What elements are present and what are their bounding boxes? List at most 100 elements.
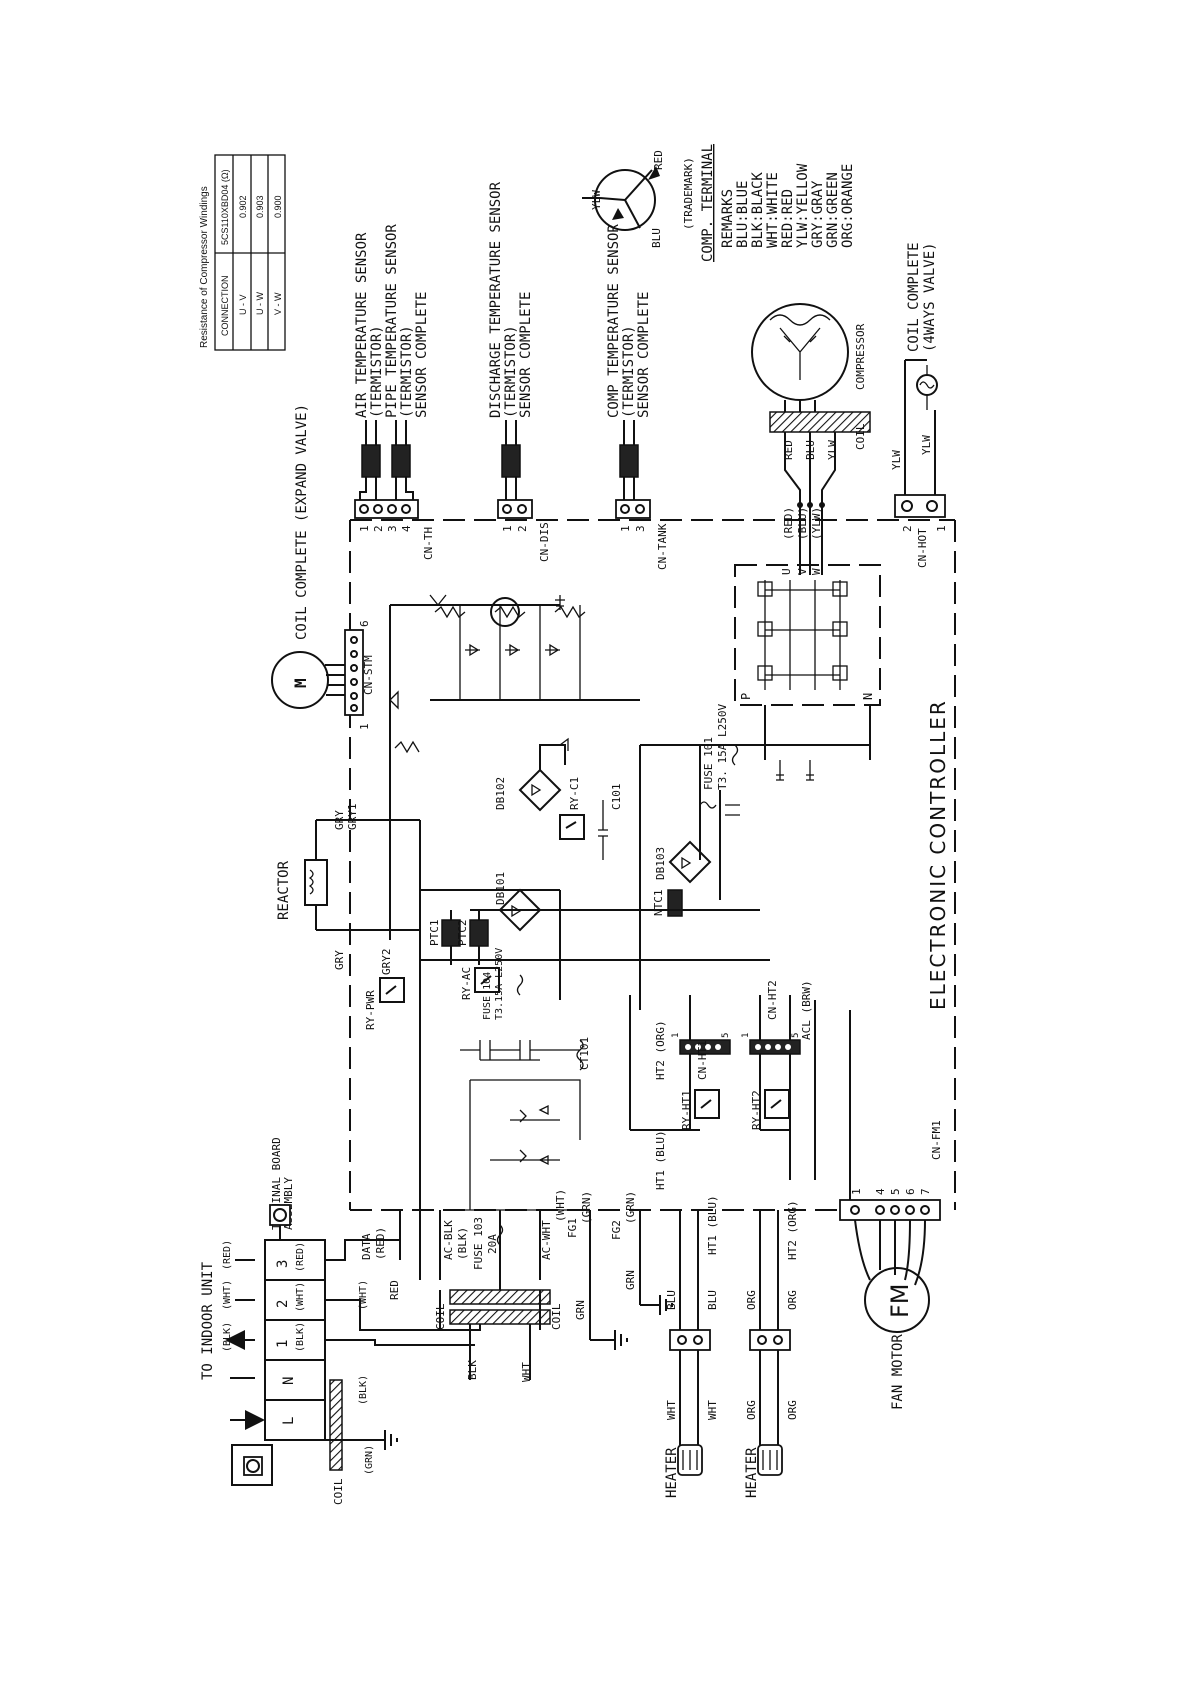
- indoor-wire-red: (RED): [222, 1240, 233, 1270]
- reactor-wire-gry-bottom: GRY: [333, 950, 346, 970]
- discharge-sensor-sub: (TERMISTOR): [503, 325, 519, 418]
- data-label: DATA: [360, 1233, 373, 1260]
- ht1-label: HT1 (BLU): [654, 1130, 667, 1190]
- db101-label: DB101: [494, 872, 507, 905]
- connector-cn-ht2: 1 5 CN-HT2: [741, 980, 801, 1055]
- fm-label: FM: [886, 1283, 914, 1318]
- cn-hot-label: CN-HOT: [916, 528, 929, 568]
- heater1-wire-blu-2: BLU: [706, 1290, 719, 1310]
- cn-stm-pin-6: 6: [358, 620, 371, 627]
- indoor-wire-blk: (BLK): [222, 1322, 233, 1352]
- cn-ht2-pin-1: 1: [741, 1033, 751, 1038]
- comp-sensor-label: COMP TEMPERATURE SENSOR: [606, 224, 622, 418]
- heater2-label: HEATER: [744, 1447, 760, 1498]
- table-row-uw-val: 0.903: [255, 195, 265, 218]
- cn-tank-label: CN-TANK: [656, 523, 669, 570]
- motor-m-label: M: [291, 678, 310, 688]
- cn-hot-pin-2: 2: [901, 525, 914, 532]
- earth-wire-blk: (BLK): [358, 1375, 369, 1405]
- ipm-u: U: [780, 568, 793, 575]
- remark-gry: GRY:GRAY: [810, 180, 826, 248]
- remark-org: ORG:ORANGE: [840, 164, 856, 248]
- table-header-connection: CONNECTION: [220, 276, 230, 337]
- discharge-sensor-complete: SENSOR COMPLETE: [518, 292, 534, 418]
- earth-wire-grn: (GRN): [364, 1445, 375, 1475]
- tb-cell-3: 3: [275, 1260, 291, 1268]
- reactor-wire-gry-top: GRY: [333, 810, 346, 830]
- gry2-label: GRY2: [380, 949, 393, 976]
- discharge-sensor-label: DISCHARGE TEMPERATURE SENSOR: [488, 181, 504, 418]
- fan-motor-label: FAN MOTOR: [890, 1334, 906, 1410]
- fuse101-label: FUSE 101: [702, 737, 715, 790]
- cn-fm1-pin-6: 6: [904, 1188, 917, 1195]
- tb-cell-n: N: [281, 1377, 297, 1385]
- heater1-ht1: HT1 (BLU): [706, 1195, 719, 1255]
- ipm-n: N: [861, 693, 875, 700]
- ct101: CT101: [460, 1037, 591, 1071]
- ht2-label: HT2 (ORG): [654, 1020, 667, 1080]
- cn-hot-pin-1: 1: [935, 525, 948, 532]
- ptc2-label: PTC2: [456, 920, 469, 947]
- heater1-wire-wht-1: WHT: [665, 1400, 678, 1420]
- terminal-board: TO INDOOR UNIT TERMINAL BOARD ASSEMBLY 3…: [200, 1137, 533, 1505]
- sensor-labels: AIR TEMPERATURE SENSOR (TERMISTOR) PIPE …: [354, 181, 652, 418]
- ptc: PTC1 PTC2: [428, 910, 489, 965]
- ac-wht-label: AC-WHT: [540, 1220, 553, 1260]
- fg1-label: FG1: [566, 1218, 579, 1238]
- tb-cell-2: 2: [275, 1300, 291, 1308]
- ry-pwr-label: RY-PWR: [364, 990, 377, 1030]
- gry1-label: GRY1: [346, 804, 359, 831]
- remarks-title: REMARKS: [720, 189, 736, 248]
- ipm-p: P: [739, 693, 753, 700]
- fuse101: FUSE 101 T3. 15A L250V: [702, 704, 739, 790]
- tb-sub-2: (WHT): [295, 1282, 306, 1312]
- terminal-lead-red: RED: [652, 150, 665, 170]
- heater1-label: HEATER: [664, 1447, 680, 1498]
- ipm-w: W: [810, 568, 823, 575]
- ry-ht1: RY-HT1: [680, 1089, 720, 1130]
- ground-wires: GRN GRN: [574, 1210, 673, 1350]
- electronic-controller-label: ELECTRONIC CONTROLLER: [926, 699, 950, 1010]
- cn-ht2-pin-5: 5: [791, 1033, 801, 1038]
- air-sensor-label: AIR TEMPERATURE SENSOR: [354, 232, 370, 418]
- tb-wire-wht: WHT: [520, 1362, 533, 1382]
- coil-4way-sub: (4WAYS VALVE): [922, 242, 938, 352]
- table-row-uw-conn: U - W: [255, 292, 265, 315]
- cn-fm1-pin-7: 7: [919, 1188, 932, 1195]
- cn-fm1-pin-4: 4: [874, 1188, 887, 1195]
- data-red-label: (RED): [374, 1227, 387, 1260]
- remark-wht: WHT:WHITE: [765, 172, 781, 248]
- fg2-label: FG2: [610, 1220, 623, 1240]
- reactor: REACTOR GRY GRY GRY1: [276, 804, 359, 971]
- fg1-grn: (GRN): [580, 1191, 593, 1224]
- reactor-label: REACTOR: [276, 860, 292, 920]
- heater2-ht2: HT2 (ORG): [786, 1200, 799, 1260]
- cn-ht1-label: CN-HT1: [696, 1040, 709, 1080]
- coil-4way-label: COIL COMPLETE: [906, 242, 922, 352]
- comp-sensor-complete: SENSOR COMPLETE: [636, 292, 652, 418]
- tb-cell-l: L: [281, 1417, 297, 1425]
- ry-ht1-label: RY-HT1: [680, 1090, 693, 1130]
- remarks: REMARKS BLU:BLUE BLK:BLACK WHT:WHITE RED…: [720, 163, 856, 248]
- cn-stm-pin-1: 1: [358, 723, 371, 730]
- coil-bottom-label: COIL: [332, 1478, 345, 1505]
- table-header-model: 5CS110XBD04 (Ω): [220, 169, 230, 245]
- cn-th-pin-4: 4: [400, 525, 413, 532]
- fuse104-label: FUSE 104: [482, 972, 493, 1020]
- cn-th-pin-3: 3: [386, 525, 399, 532]
- heater2-wire-org-4: ORG: [786, 1400, 799, 1420]
- to-indoor-label: TO INDOOR UNIT: [200, 1261, 216, 1380]
- cn-ht1-pin-5: 5: [721, 1033, 731, 1038]
- comp-sensor-sub: (TERMISTOR): [621, 325, 637, 418]
- connector-cn-th: 1 2 3 4 CN-TH: [354, 499, 435, 560]
- inverter-module: P N U V W (RED) (BLU) (YLW): [734, 507, 881, 760]
- expand-valve-coil: M COIL COMPLETE (EXPAND VALVE) 6 1 CN-ST…: [271, 404, 375, 730]
- db103-label: DB103: [654, 847, 667, 880]
- tb-cell-1: 1: [275, 1340, 291, 1348]
- fuse104-rating: T3.15A L250V: [494, 948, 505, 1020]
- fan-motor: 1 4 5 6 7 CN-FM1 FM FAN MOTOR: [839, 1010, 943, 1410]
- cn-dis-pin-2: 2: [516, 525, 529, 532]
- heater2-wire-org-1: ORG: [745, 1290, 758, 1310]
- db102: DB102: [494, 737, 569, 812]
- controller-boundary: ELECTRONIC CONTROLLER: [349, 519, 956, 1211]
